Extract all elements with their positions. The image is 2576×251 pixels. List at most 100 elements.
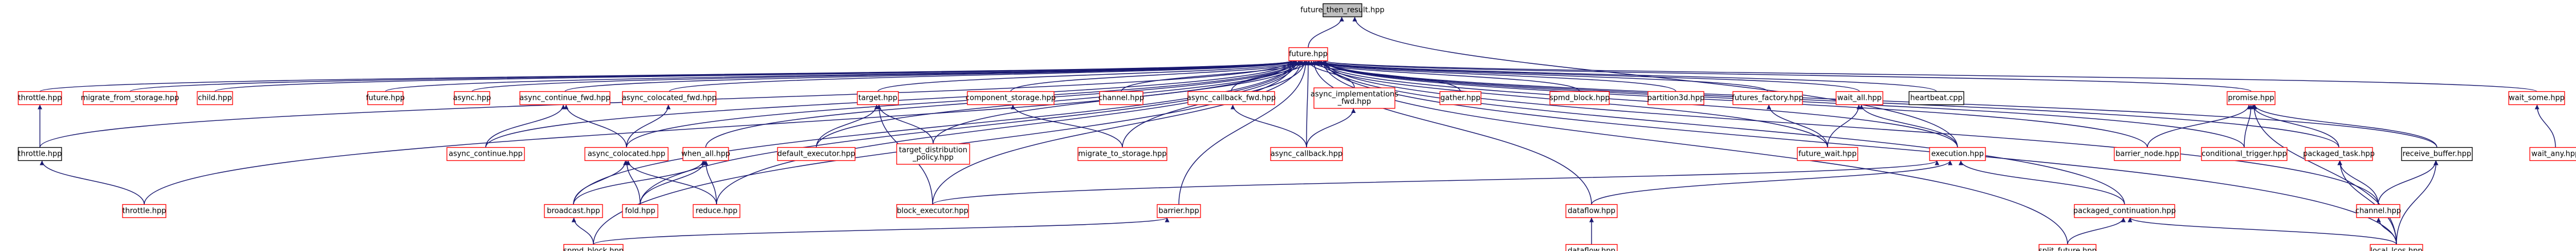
edge-async_callback-to-async_implementations_fwd bbox=[1306, 108, 1356, 148]
edge-conditional_trigger-to-promise bbox=[2244, 104, 2253, 148]
node-future[interactable]: future.hpp bbox=[1288, 47, 1328, 62]
node-label: fold.hpp bbox=[625, 207, 655, 216]
node-promise[interactable]: promise.hpp bbox=[2227, 91, 2276, 106]
node-target[interactable]: target.hpp bbox=[857, 91, 899, 106]
node-async-colocated[interactable]: async_colocated.hpp bbox=[584, 147, 669, 161]
node-async-implementations-fwd[interactable]: async_implementations_fwd.hpp bbox=[1311, 87, 1398, 109]
node-box bbox=[1157, 204, 1201, 218]
node-box bbox=[1565, 204, 1618, 218]
node-default-executor[interactable]: default_executor.hpp bbox=[777, 147, 856, 161]
node-label: gather.hpp bbox=[1440, 94, 1481, 103]
edge-execution-to-future bbox=[1318, 60, 1958, 148]
node-label: async_continue_fwd.hpp bbox=[519, 94, 610, 103]
node-spmd-block[interactable]: spmd_block.hpp bbox=[563, 244, 624, 251]
node-migrate-to-storage[interactable]: migrate_to_storage.hpp bbox=[1077, 147, 1167, 161]
node-future2[interactable]: future.hpp bbox=[366, 91, 405, 106]
node-label: spmd_block.hpp bbox=[563, 247, 624, 251]
node-async-callback-fwd[interactable]: async_callback_fwd.hpp bbox=[1187, 91, 1276, 106]
node-box bbox=[2114, 147, 2181, 161]
edge-default_executor-to-future bbox=[816, 60, 1301, 148]
edge-packaged_task-to-future bbox=[1323, 60, 2339, 148]
node-broadcast[interactable]: broadcast.hpp bbox=[544, 204, 603, 218]
node-child[interactable]: child.hpp bbox=[197, 91, 233, 106]
node-wait-any[interactable]: wait_any.hpp bbox=[2529, 147, 2576, 161]
node-layer: future_then_result.hpp future.hpp throttle… bbox=[18, 3, 2576, 251]
node-split-future[interactable]: split_future.hpp bbox=[2038, 244, 2097, 251]
edge-future-to-future_then_result bbox=[1308, 17, 1344, 48]
node-future-wait[interactable]: future_wait.hpp bbox=[1797, 147, 1858, 161]
edge-future_wait-to-futures_factory bbox=[1767, 104, 1828, 148]
node-box bbox=[896, 143, 970, 165]
node-box bbox=[1565, 244, 1618, 251]
node-when-all[interactable]: when_all.hpp bbox=[681, 147, 730, 161]
node-async-colocated-fwd[interactable]: async_colocated_fwd.hpp bbox=[622, 91, 717, 106]
edge-async_colocated-to-async_continue_fwd bbox=[564, 104, 627, 148]
node-spmd-block-top[interactable]: spmd_block.hpp bbox=[1549, 91, 1610, 106]
node-receive-buffer[interactable]: receive_buffer.hpp bbox=[2401, 147, 2473, 161]
edge-channel2-to-receive_buffer bbox=[2378, 160, 2438, 205]
node-barrier-node[interactable]: barrier_node.hpp bbox=[2114, 147, 2181, 161]
node-label: target.hpp bbox=[858, 94, 897, 103]
edge-async_continue-to-async_continue_fwd bbox=[485, 104, 566, 148]
node-execution[interactable]: execution.hpp bbox=[1929, 147, 1986, 161]
node-reduce[interactable]: reduce.hpp bbox=[693, 204, 740, 218]
node-packaged-task[interactable]: packaged_task.hpp bbox=[2303, 147, 2375, 161]
node-box bbox=[693, 204, 740, 218]
node-fold[interactable]: fold.hpp bbox=[622, 204, 658, 218]
node-async-callback[interactable]: async_callback.hpp bbox=[1270, 147, 1343, 161]
edge-async_colocated_fwd-to-future bbox=[669, 60, 1298, 92]
node-wait-all[interactable]: wait_all.hpp bbox=[1836, 91, 1883, 106]
node-box bbox=[1313, 87, 1395, 109]
node-futures-factory[interactable]: futures_factory.hpp bbox=[1732, 91, 1804, 106]
node-box bbox=[896, 204, 969, 218]
node-label: packaged_continuation.hpp bbox=[2073, 207, 2176, 216]
node-heartbeat[interactable]: heartbeat.cpp bbox=[1908, 91, 1964, 106]
node-box bbox=[2074, 204, 2175, 218]
node-throttle-a[interactable]: throttle.hpp bbox=[18, 91, 62, 106]
node-target-distribution-policy[interactable]: target_distribution_policy.hpp bbox=[896, 143, 970, 165]
node-box bbox=[446, 147, 525, 161]
node-partition3d[interactable]: partition3d.hpp bbox=[1647, 91, 1705, 106]
node-conditional-trigger[interactable]: conditional_trigger.hpp bbox=[2201, 147, 2288, 161]
node-async-continue-fwd[interactable]: async_continue_fwd.hpp bbox=[519, 91, 611, 106]
node-local-lcos[interactable]: local_lcos.hpp bbox=[2370, 244, 2423, 251]
node-component-storage[interactable]: component_storage.hpp bbox=[966, 91, 1056, 106]
node-dataflow-b[interactable]: dataflow.hpp bbox=[1565, 244, 1618, 251]
edge-wait_some-to-future bbox=[1323, 60, 2537, 92]
node-dataflow-a[interactable]: dataflow.hpp bbox=[1565, 204, 1618, 218]
edge-child-to-future bbox=[214, 60, 1293, 92]
node-barrier[interactable]: barrier.hpp bbox=[1157, 204, 1201, 218]
node-box bbox=[519, 91, 611, 106]
node-channel2[interactable]: channel.hpp bbox=[2355, 204, 2401, 218]
node-packaged-continuation[interactable]: packaged_continuation.hpp bbox=[2073, 204, 2176, 218]
node-label: dataflow.hpp bbox=[1568, 207, 1615, 216]
node-async[interactable]: async.hpp bbox=[453, 91, 491, 106]
node-label: futures_factory.hpp bbox=[1732, 94, 1803, 103]
node-future-then-result[interactable]: future_then_result.hpp bbox=[1300, 3, 1385, 18]
node-migrate-from-storage[interactable]: migrate_from_storage.hpp bbox=[81, 91, 179, 106]
node-block-executor[interactable]: block_executor.hpp bbox=[896, 204, 969, 218]
edge-dataflow_a-to-future bbox=[1311, 60, 1592, 205]
node-label: target_distribution bbox=[899, 146, 967, 155]
edge-async_continue_fwd-to-future bbox=[564, 60, 1296, 92]
edge-reduce-to-future bbox=[716, 60, 1299, 205]
node-label: migrate_from_storage.hpp bbox=[81, 94, 179, 103]
node-throttle-b[interactable]: throttle.hpp bbox=[18, 147, 62, 161]
node-box bbox=[2038, 244, 2097, 251]
node-wait-some[interactable]: wait_some.hpp bbox=[2508, 91, 2565, 106]
node-gather[interactable]: gather.hpp bbox=[1439, 91, 1482, 106]
node-box bbox=[1270, 147, 1343, 161]
node-throttle-c[interactable]: throttle.hpp bbox=[122, 204, 166, 218]
edge-async_callback-to-async_callback_fwd bbox=[1230, 104, 1307, 148]
node-label: async_colocated.hpp bbox=[588, 150, 665, 159]
node-label: throttle.hpp bbox=[18, 150, 62, 159]
node-label: future.hpp bbox=[1289, 50, 1328, 59]
edge-default_executor-to-target bbox=[816, 104, 879, 148]
node-label: barrier_node.hpp bbox=[2115, 150, 2179, 159]
node-async-continue[interactable]: async_continue.hpp bbox=[446, 147, 525, 161]
node-box bbox=[2508, 91, 2565, 106]
node-channel[interactable]: channel.hpp bbox=[1098, 91, 1144, 106]
node-box bbox=[857, 91, 899, 106]
node-box bbox=[2305, 147, 2373, 161]
edge-packaged_continuation-to-future bbox=[1322, 60, 2125, 205]
